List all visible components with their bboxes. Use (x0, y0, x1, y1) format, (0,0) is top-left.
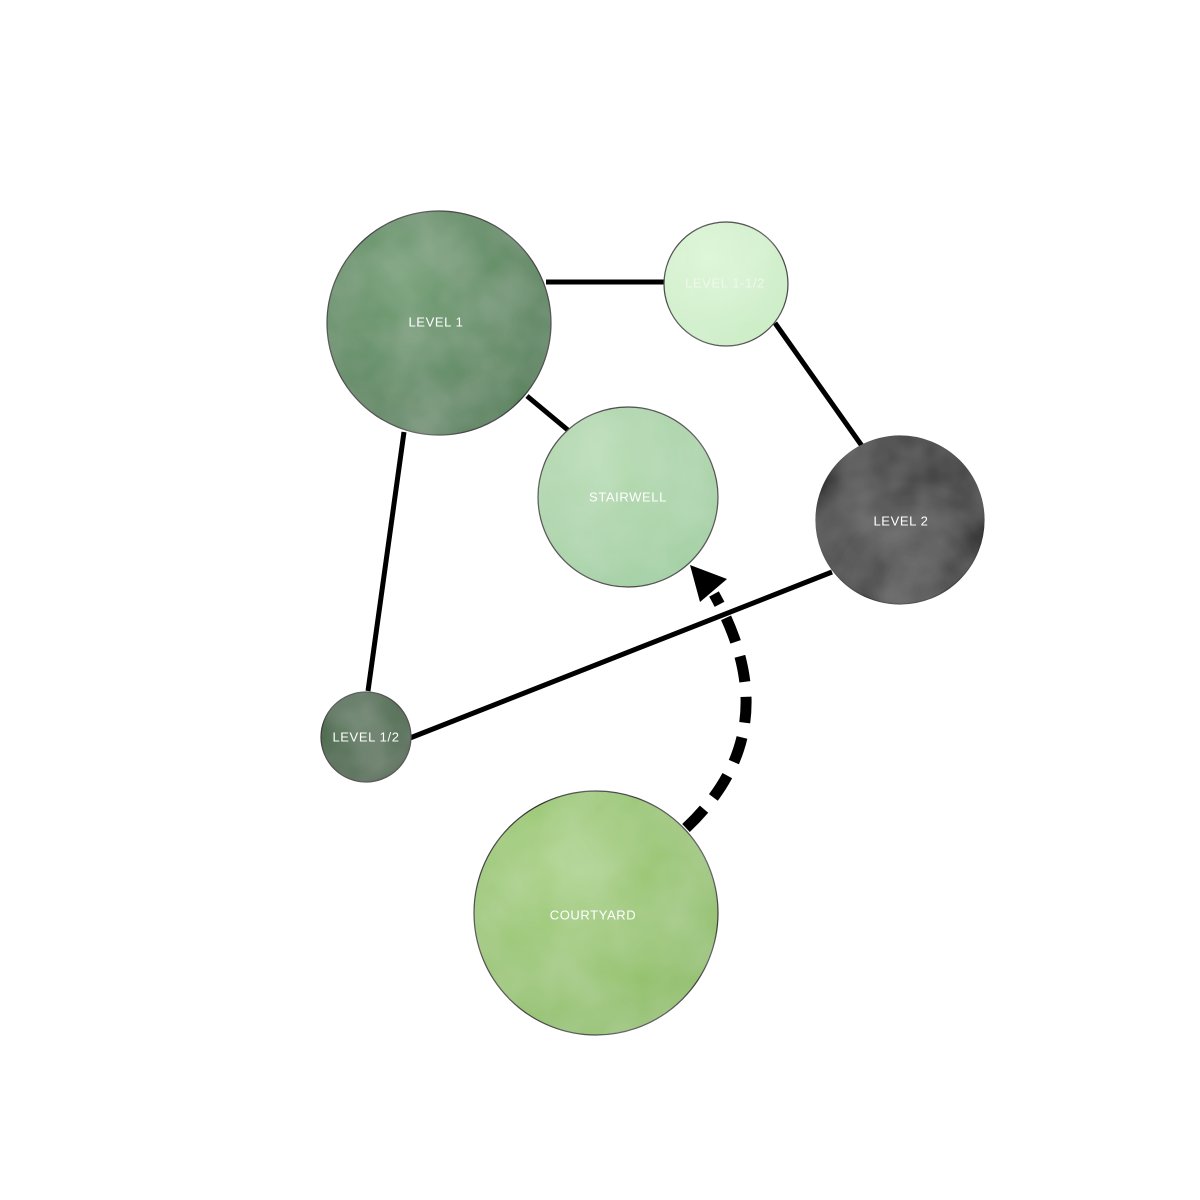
edge-level1half2-level2 (772, 321, 865, 448)
level2-label: LEVEL 2 (873, 513, 928, 528)
node-levelhalf: LEVEL 1/2 (320, 691, 412, 783)
level1half2-circle (663, 221, 789, 347)
edge-level1-levelhalf (365, 431, 407, 692)
node-level1half2: LEVEL 1-1/2 (663, 221, 789, 347)
node-level2: LEVEL 2 (815, 435, 985, 605)
node-stairwell: STAIRWELL (537, 406, 719, 588)
dashed-flow-path (682, 591, 752, 833)
edge-levelhalf-level2 (409, 569, 833, 741)
levelhalf-label: LEVEL 1/2 (332, 729, 399, 744)
stairwell-circle (537, 406, 719, 588)
node-courtyard: COURTYARD (473, 790, 719, 1036)
level2-circle (815, 435, 985, 605)
courtyard-label: COURTYARD (550, 907, 637, 922)
stairwell-label: STAIRWELL (589, 489, 667, 504)
levelhalf-circle (320, 691, 412, 783)
level1half2-label: LEVEL 1-1/2 (685, 275, 765, 290)
flow-courtyard-stairwell (682, 565, 752, 833)
courtyard-circle (473, 790, 719, 1036)
arrowhead-icon (690, 565, 727, 602)
edge-level1-stairwell (525, 394, 571, 433)
level1-label: LEVEL 1 (408, 314, 463, 329)
edges-layer (365, 279, 865, 741)
node-level1: LEVEL 1 (326, 210, 552, 436)
level1-circle (326, 210, 552, 436)
